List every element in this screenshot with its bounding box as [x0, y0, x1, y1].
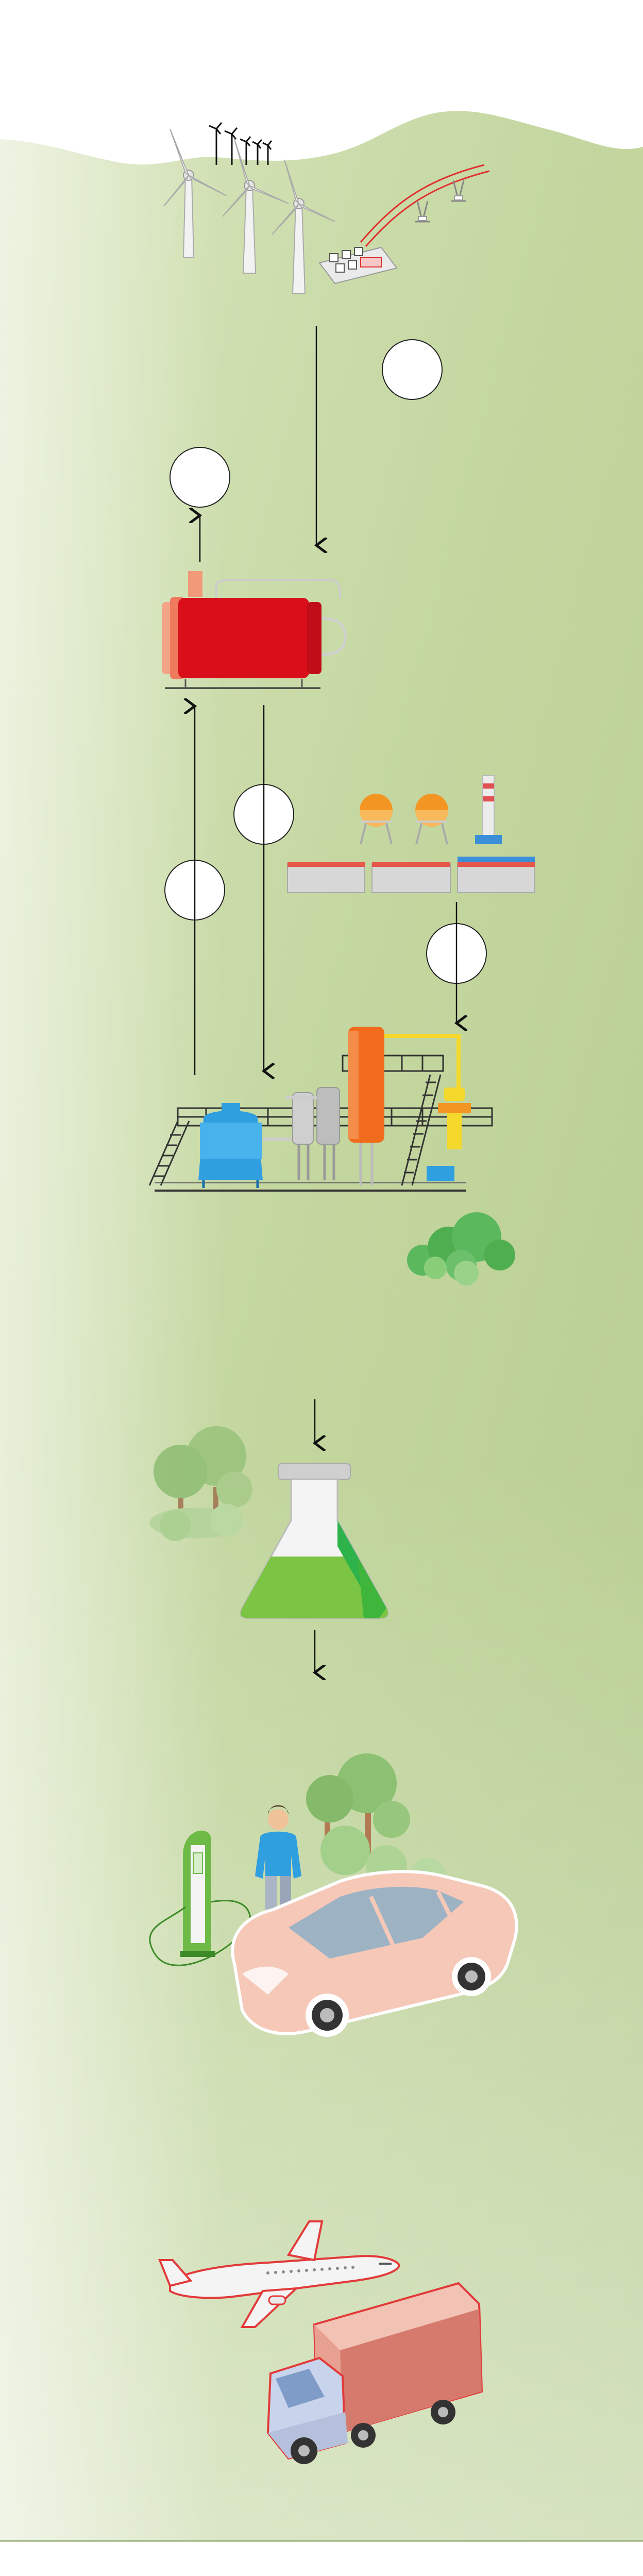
storage-platform-icon — [287, 857, 535, 893]
step-marker-2 — [170, 447, 230, 507]
step-marker-1 — [382, 340, 442, 399]
